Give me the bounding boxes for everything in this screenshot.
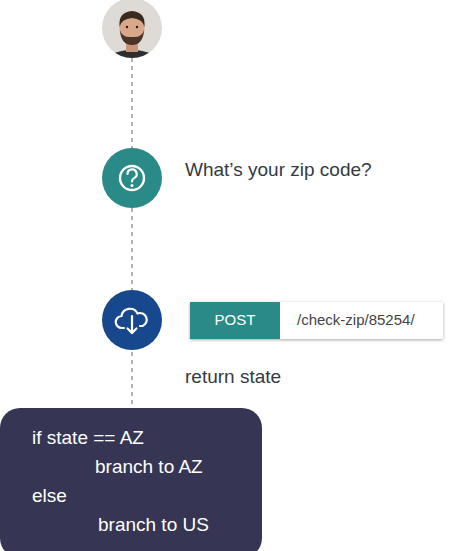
- step-label: return state: [185, 365, 281, 389]
- avatar-photo: [100, 0, 164, 82]
- question-step: What’s your zip code?: [102, 148, 162, 208]
- method-badge: POST: [190, 302, 280, 339]
- dashed-connector: [132, 208, 133, 408]
- code-line: branch to US: [98, 510, 209, 539]
- dashed-line: [131, 58, 133, 148]
- endpoint-path: /check-zip/85254/: [297, 310, 415, 330]
- code-line: branch to AZ: [95, 452, 203, 481]
- code-line: else: [32, 481, 67, 510]
- method-text: POST: [190, 310, 280, 330]
- code-box: if state == AZbranch to AZ else branch to …: [0, 408, 262, 551]
- request-box: /check-zip/85254/POST: [190, 302, 443, 339]
- circle-shape: [102, 148, 162, 208]
- question-text: What’s your zip code?: [185, 158, 372, 182]
- code-line: if state == AZ: [32, 423, 144, 452]
